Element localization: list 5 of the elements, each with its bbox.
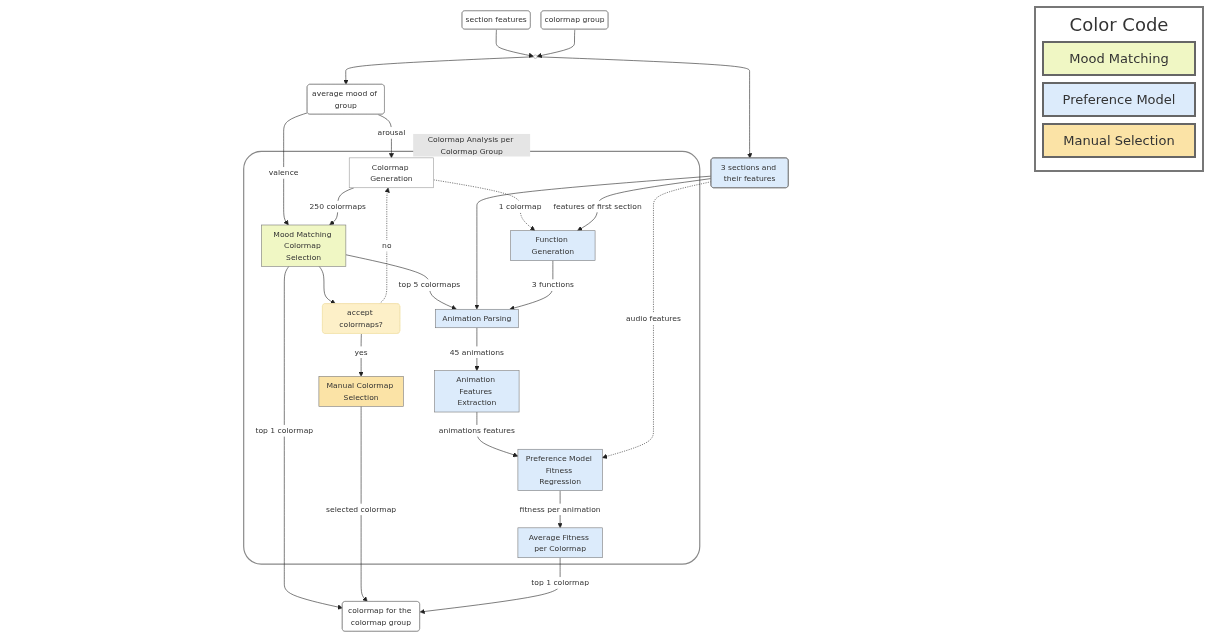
legend-swatch: Manual Selection — [1042, 123, 1196, 158]
node-circle — [533, 54, 538, 59]
legend-swatch: Mood Matching — [1042, 41, 1196, 76]
legend-swatch: Preference Model — [1042, 82, 1196, 117]
legend-title: Color Code — [1068, 14, 1170, 35]
